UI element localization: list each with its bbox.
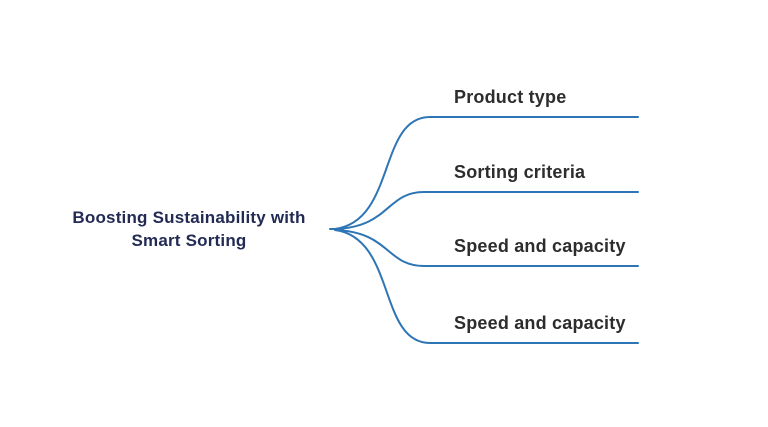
branch-connector-speed-capacity-2 (334, 229, 639, 344)
branch-topic-product-type[interactable]: Product type (454, 87, 567, 107)
central-topic-line-1: Boosting Sustainability with (72, 208, 306, 227)
branch-connector-sorting-criteria (334, 191, 639, 230)
branch-topic-speed-capacity-1[interactable]: Speed and capacity (454, 236, 626, 256)
branch-topic-sorting-criteria[interactable]: Sorting criteria (454, 162, 586, 182)
branch-topic-speed-capacity-2[interactable]: Speed and capacity (454, 313, 626, 333)
central-topic-line-2: Smart Sorting (131, 231, 247, 250)
branch-connector-product-type (334, 116, 639, 230)
branch-connector-speed-capacity-1 (334, 229, 639, 267)
central-topic[interactable]: Boosting Sustainability with Smart Sorti… (24, 206, 354, 252)
